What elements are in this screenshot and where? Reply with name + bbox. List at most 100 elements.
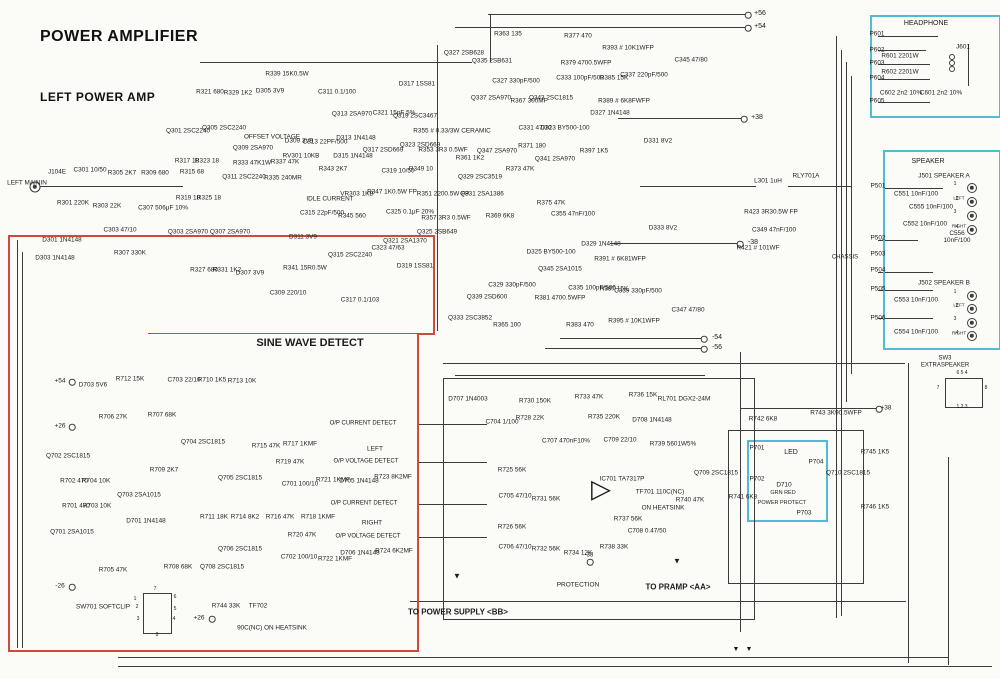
component-label: R303 22K (92, 202, 122, 210)
terminal-circle (68, 378, 76, 386)
component-label: RIGHT (951, 330, 967, 336)
component-label: R720 47K (287, 531, 317, 539)
component-label: R709 2K7 (149, 466, 179, 474)
component-label: R741 6K8 (728, 493, 758, 501)
component-label: P501 (870, 182, 886, 190)
component-label: RLY701A (792, 172, 820, 180)
component-label: R349 10 (408, 165, 434, 173)
component-label: D305 3V9 (255, 87, 285, 95)
wire-segment (488, 14, 746, 15)
component-label: Q325 2SB649 (416, 228, 458, 236)
component-label: R373 47K (505, 165, 535, 173)
component-label: P703 (796, 509, 812, 517)
component-label: C317 0.1/103 (340, 296, 380, 304)
component-label: R325 18 (196, 194, 222, 202)
component-label: LEFT (367, 445, 383, 453)
component-label: POWER PROTECT (757, 499, 807, 506)
component-label: R703 10K (82, 502, 112, 510)
component-label: C552 10nF/100 (902, 220, 948, 228)
component-label: Q710 2SC1815 (825, 469, 871, 477)
component-label: RV301 10KB (282, 152, 320, 160)
component-label: P503 (870, 250, 886, 258)
component-label: IC701 TA7317P (599, 475, 645, 483)
wire-segment (878, 50, 926, 51)
wire-segment (35, 186, 183, 187)
component-label: Q323 2SD669 (399, 141, 441, 149)
wire-segment (490, 14, 491, 62)
terminal-circle (969, 333, 975, 339)
component-label: 1 (953, 289, 957, 296)
component-label: Q321 2SA1370 (383, 237, 427, 245)
component-label: R367 300MF (510, 97, 548, 105)
component-label: D329 1N4148 (581, 240, 621, 248)
terminal-circle (969, 293, 975, 299)
component-label: R307 330K (114, 249, 146, 257)
component-label: 2 (135, 604, 139, 611)
component-label: C327 330pF/500 (492, 77, 540, 85)
component-label: P505 (870, 285, 886, 293)
component-label: R705 47K (98, 566, 128, 574)
component-label: Q335 2SB631 (471, 57, 513, 65)
component-label: R381 4700.5WFP (534, 294, 586, 302)
component-label: +38 (880, 404, 892, 412)
component-label: R725 56K (497, 466, 527, 474)
component-label: GRN RED (770, 489, 796, 496)
component-label: C329 330pF/500 (488, 281, 536, 289)
sine-wave-detect-outline (8, 650, 419, 652)
sine-wave-detect-outline (417, 333, 419, 652)
wire-segment (417, 537, 487, 538)
component-label: O/P VOLTAGE DETECT (333, 458, 399, 465)
wire-segment (878, 36, 938, 37)
sw701-body (143, 593, 172, 634)
component-label: D701 1N4148 (126, 517, 166, 525)
component-label: R379 4700.5WFP (560, 59, 612, 67)
component-label: C707 470nF10% (542, 437, 590, 445)
component-label: Q701 2SA1015 (50, 528, 94, 536)
wire-segment (848, 408, 876, 409)
component-label: P502 (870, 234, 886, 242)
component-label: R347 1K0.5W FP (367, 188, 417, 196)
component-label: Q337 2SA970 (470, 94, 512, 102)
component-label: P704 (808, 458, 824, 466)
component-label: ▷ (591, 473, 611, 504)
component-label: IDLE CURRENT (306, 195, 354, 203)
component-label: +26 (193, 614, 205, 622)
terminal-circle (736, 240, 744, 248)
component-label: R365 100 (493, 321, 521, 329)
component-label: R387 15K (599, 285, 629, 293)
component-label: D323 BY500-100 (540, 124, 590, 132)
component-label: Q703 2SA1015 (117, 491, 161, 499)
component-label: R730 150K (519, 397, 551, 405)
component-label: RIGHT (361, 519, 383, 527)
component-label: R305 2K7 (107, 169, 137, 177)
terminal-circle (700, 345, 708, 353)
speaker-box (883, 150, 1000, 350)
component-label: -56 (711, 344, 723, 352)
component-label: P604 (869, 74, 885, 82)
component-label: R371 180 (518, 142, 546, 150)
wire-segment (878, 64, 930, 65)
component-label: C551 10nF/100 (893, 190, 939, 198)
component-label: TF702 (248, 602, 268, 610)
component-label: O/P CURRENT DETECT (330, 500, 398, 507)
component-label: +54 (754, 23, 766, 31)
wire-segment (841, 50, 842, 616)
component-label: OFFSET VOLTAGE (243, 133, 301, 141)
component-label: ON HEATSINK (641, 504, 685, 512)
component-label: C321 15pF 5% (372, 109, 416, 117)
component-label: 1 (953, 181, 957, 188)
component-label: C335 100pF/500 (568, 284, 616, 292)
terminal-circle (586, 558, 594, 566)
wire-segment (437, 45, 438, 331)
terminal-circle (949, 66, 955, 72)
led-enclosure (728, 430, 864, 584)
wire-segment (740, 408, 880, 409)
component-label: 8 (155, 632, 159, 639)
component-label: R707 68K (147, 411, 177, 419)
component-label: D325 BY500-100 (526, 248, 576, 256)
wire-segment (878, 102, 930, 103)
component-label: R726 56K (497, 523, 527, 531)
component-label: Q327 2SB628 (443, 49, 485, 57)
wire-segment (640, 186, 756, 187)
